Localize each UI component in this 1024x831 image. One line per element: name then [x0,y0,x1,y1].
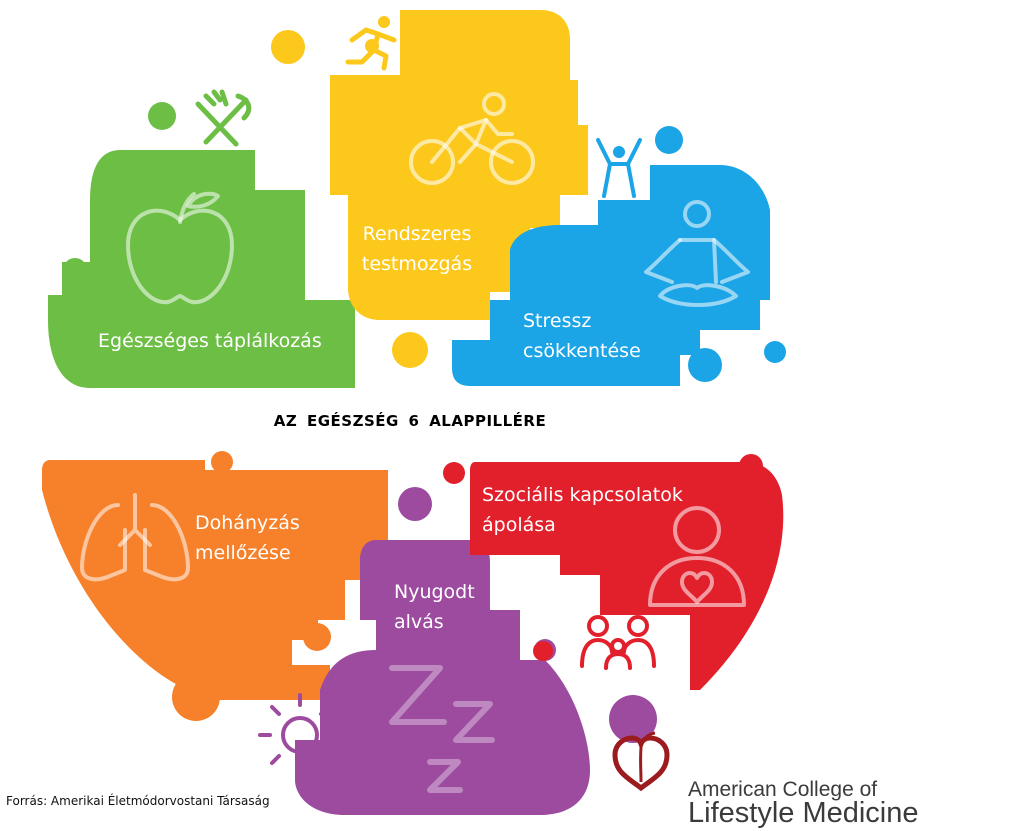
cheering-person-icon [596,138,642,198]
pillar-shape-blue [452,165,770,386]
pillar-shape-purple [295,540,590,815]
lungs-icon [80,493,190,582]
logo-text-line1: American College of [688,778,878,801]
family-icon [580,615,656,670]
pillar-stress-reduction [452,126,786,386]
zzz-icon [389,665,495,793]
label-stress-reduction: Stressz csökkentése [523,310,641,362]
runner-icon [345,16,397,71]
pillar-no-smoking [42,451,388,721]
pillar-shape-orange [42,460,388,700]
label-restful-sleep: Nyugodt alvás [394,581,475,633]
apple-heart-logo-icon [612,731,670,792]
pillar-social-connections [443,454,784,690]
label-social-connections: Szociális kapcsolatok ápolása [482,484,683,536]
pillar-shape-green [48,150,355,388]
meditation-icon [644,200,750,307]
label-healthy-eating: Egészséges táplálkozás [98,330,322,352]
cyclist-icon [409,92,535,185]
diagram-title: AZ EGÉSZSÉG 6 ALAPPILLÉRE [273,412,547,430]
heartbeat-icon [220,612,288,668]
fork-knife-icon [195,89,252,147]
person-heart-icon [648,506,746,607]
apple-icon [126,191,234,305]
pillar-shape-red [470,462,784,690]
sun-icon [258,693,342,777]
label-regular-exercise: Rendszeres testmozgás [361,223,473,275]
pillar-healthy-eating [48,30,355,388]
label-no-smoking: Dohányzás mellőzése [195,512,300,564]
source-caption: Forrás: Amerikai Életmódorvostani Társas… [6,794,270,808]
logo-text-line2: Lifestyle Medicine [688,797,919,829]
